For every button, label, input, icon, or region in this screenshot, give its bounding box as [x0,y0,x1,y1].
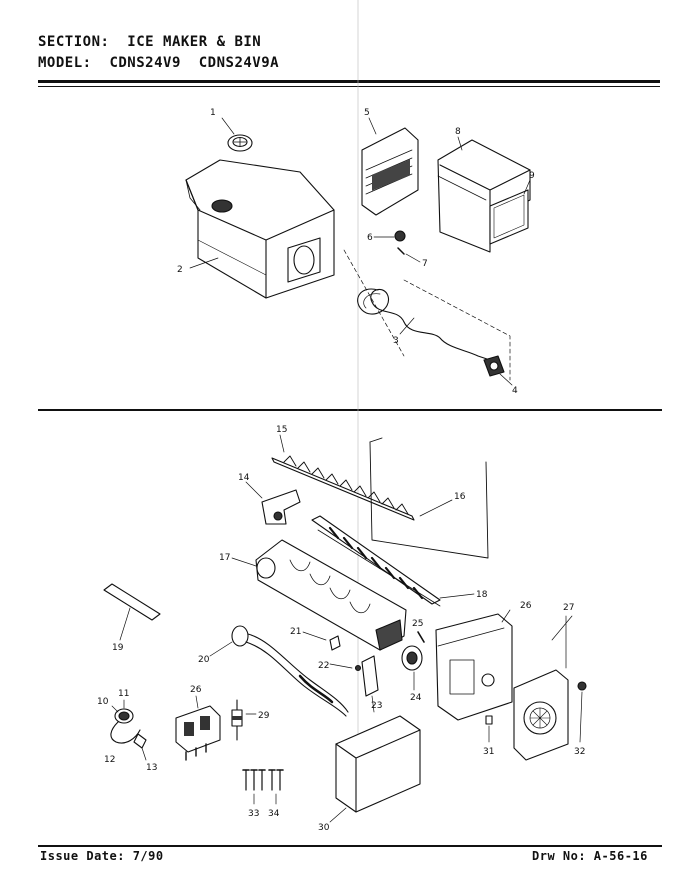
callout-24: 24 [410,693,422,703]
callout-34: 34 [268,809,280,819]
callout-29: 29 [258,711,270,721]
callout-9: 9 [529,171,535,181]
callout-27: 27 [563,603,574,613]
part-2-ice-bin [185,159,335,299]
callout-31: 31 [483,747,494,757]
callout-26-housing: 26 [520,601,532,611]
callout-19: 19 [112,643,124,653]
part-5-shield [361,127,419,216]
callout-4: 4 [512,386,518,396]
model-values: CDNS24V9 CDNS24V9A [109,55,280,71]
callout-12: 12 [104,755,115,765]
part-34-screws [268,769,284,805]
callout-16: 16 [454,492,466,502]
part-23-bracket [361,655,379,697]
callout-7: 7 [422,259,428,269]
part-22-screw [354,664,362,672]
part-7-screw [397,247,405,255]
drawing-number: Drw No: A-56-16 [532,849,648,863]
part-18-stripper [311,515,441,607]
callout-32: 32 [574,747,585,757]
part-17-mold [255,539,407,651]
callout-13: 13 [146,763,157,773]
footer-rule [38,845,662,847]
part-19-heater [103,583,161,621]
callout-1: 1 [210,108,216,118]
callout-22: 22 [318,661,329,671]
issue-date: Issue Date: 7/90 [40,849,164,863]
callout-26-switch: 26 [190,685,202,695]
callout-20: 20 [198,655,210,665]
callout-14: 14 [238,473,250,483]
part-16-cover [369,437,489,559]
callout-15: 15 [276,425,287,435]
model-label: MODEL: [38,55,92,71]
part-26-housing [435,613,513,721]
part-3-fill-tube [343,249,511,381]
section-label: SECTION: [38,34,110,50]
callout-30: 30 [318,823,330,833]
part-24-motor-gear [401,645,423,671]
callout-6: 6 [367,233,373,243]
callout-23: 23 [371,701,382,711]
part-21-clip [329,635,341,651]
header-rule [38,80,660,83]
part-20-harness [231,625,349,717]
section-value: ICE MAKER & BIN [127,34,262,50]
callout-25: 25 [412,619,423,629]
part-27-motor [513,669,569,761]
part-11-thermostat [114,708,134,724]
callout-33: 33 [248,809,259,819]
callout-5: 5 [364,108,370,118]
part-25-screw [417,631,425,643]
part-4-valve [483,355,505,377]
callout-8: 8 [455,127,461,137]
part-30-cover [335,715,421,813]
part-31-screw [485,715,493,725]
callout-3: 3 [393,336,399,346]
model-line: MODEL: CDNS24V9 CDNS24V9A [38,55,279,71]
section-title: SECTION: ICE MAKER & BIN [38,34,261,50]
part-32-screw [577,681,587,691]
callout-17: 17 [219,553,230,563]
part-14-bracket [261,489,301,525]
callout-2: 2 [177,265,183,275]
part-6-clip [394,230,406,242]
part-9-filter [489,189,529,245]
callout-11: 11 [118,689,129,699]
callout-18: 18 [476,590,488,600]
part-29-fuse [231,699,243,741]
header-rule-thin [38,86,660,87]
callout-10: 10 [97,697,109,707]
part-26-switch [175,705,221,761]
part-12-wire [110,721,141,744]
callout-21: 21 [290,627,301,637]
part-1-knob [227,134,253,152]
part-15-ejector [271,455,415,521]
section-divider [38,409,662,411]
part-33-screws [242,769,266,805]
